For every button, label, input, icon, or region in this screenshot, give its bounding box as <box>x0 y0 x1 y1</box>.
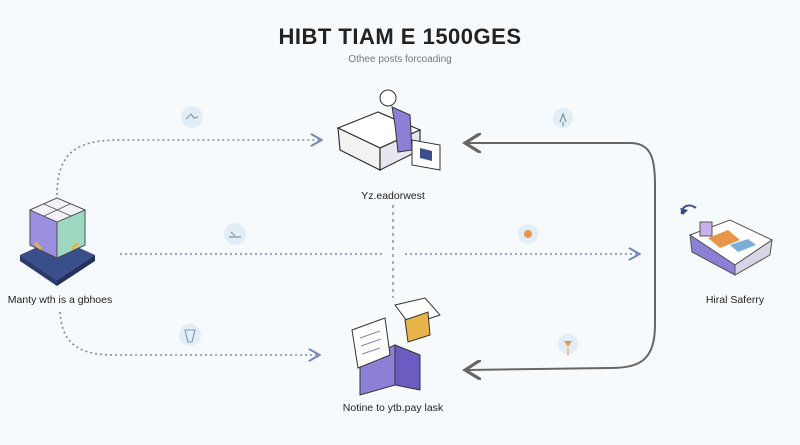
person-at-desk-icon <box>336 89 441 171</box>
node-label-right: Hiral Saferry <box>705 294 765 306</box>
connector-left-to-top <box>56 140 320 196</box>
connector-loop-side <box>467 142 656 370</box>
node-label-left: Manty wth is a gbhoes <box>7 294 113 306</box>
document-machine-icon <box>351 297 441 396</box>
node-label-bottom-center: Notine to ytb.pay lask <box>342 402 444 414</box>
badge-icon-5 <box>179 324 201 346</box>
open-box-icon <box>680 204 774 276</box>
badge-icon-2 <box>224 223 246 245</box>
badge-icon-3 <box>518 224 538 244</box>
diagram-subtitle: Othee posts forcoading <box>348 54 452 65</box>
connector-left-to-bottom <box>59 311 318 355</box>
node-label-top-center: Yz.eadorwest <box>361 190 425 202</box>
badge-icon-1 <box>181 106 203 128</box>
server-cube-icon <box>20 197 95 286</box>
badge-icon-6 <box>558 334 578 356</box>
diagram-title: HIBT TIAM E 1500GES <box>278 24 522 49</box>
badge-icon-4 <box>553 108 573 128</box>
